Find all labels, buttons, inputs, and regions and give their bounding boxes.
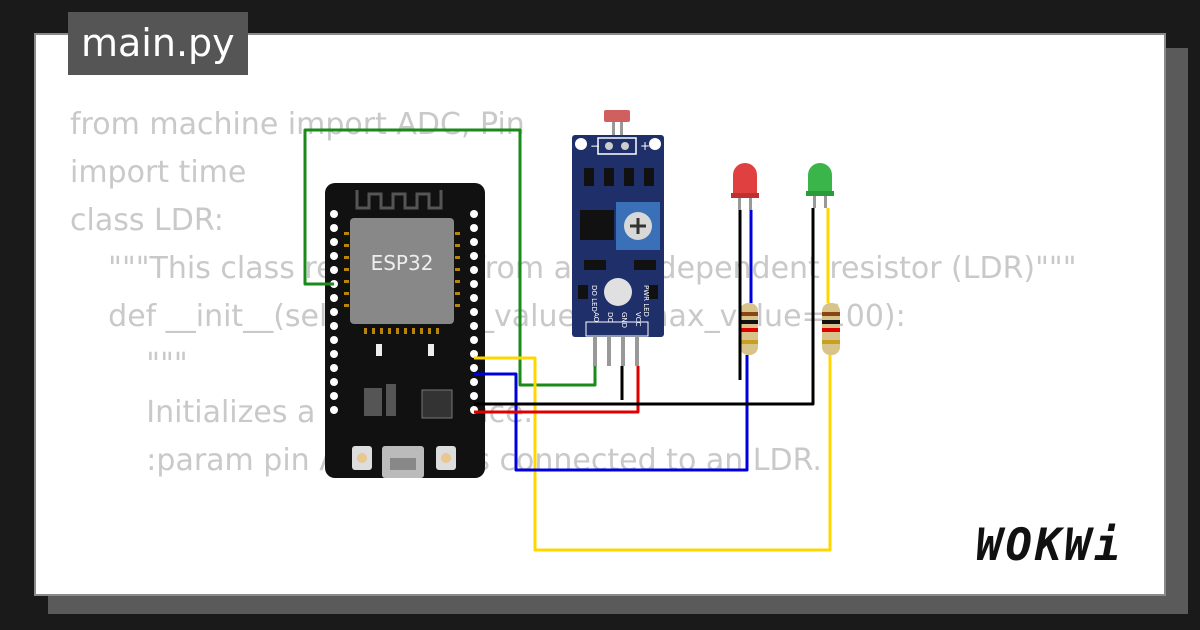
code-line: class LDR: (70, 203, 224, 238)
svg-text:+: + (640, 139, 650, 153)
code-line: """ (70, 347, 188, 382)
wokwi-logo: WOKWi (976, 520, 1124, 571)
filename-tab[interactable]: main.py (68, 12, 248, 75)
board-label: ESP32 (371, 251, 434, 275)
code-line: import time (70, 155, 247, 190)
resistor-green-led[interactable] (822, 303, 840, 355)
green-wire[interactable] (303, 128, 597, 387)
pin-label-ao: AO (592, 312, 600, 323)
code-line: from machine import ADC, Pin (70, 107, 525, 142)
do-led-label: DO LED (590, 285, 598, 312)
resistor-red-led[interactable] (740, 303, 758, 355)
blue-wire[interactable] (474, 355, 749, 472)
pin-label-gnd: GND (620, 312, 628, 328)
esp32-board[interactable]: ESP32 (325, 183, 485, 478)
pwr-led-label: PWR LED (642, 285, 650, 317)
green-led[interactable] (806, 163, 834, 208)
red-led[interactable] (731, 163, 759, 210)
red-wire[interactable] (474, 366, 640, 414)
pin-label-do: DO (606, 312, 614, 323)
ldr-sensor-module[interactable]: − + DO LED PWR LED AO DO GND VCC (572, 110, 664, 366)
wires (303, 128, 832, 552)
pin-label-vcc: VCC (634, 312, 642, 327)
svg-text:−: − (590, 139, 600, 153)
yellow-wire-green-led[interactable] (474, 355, 832, 552)
black-wire[interactable] (474, 208, 815, 406)
